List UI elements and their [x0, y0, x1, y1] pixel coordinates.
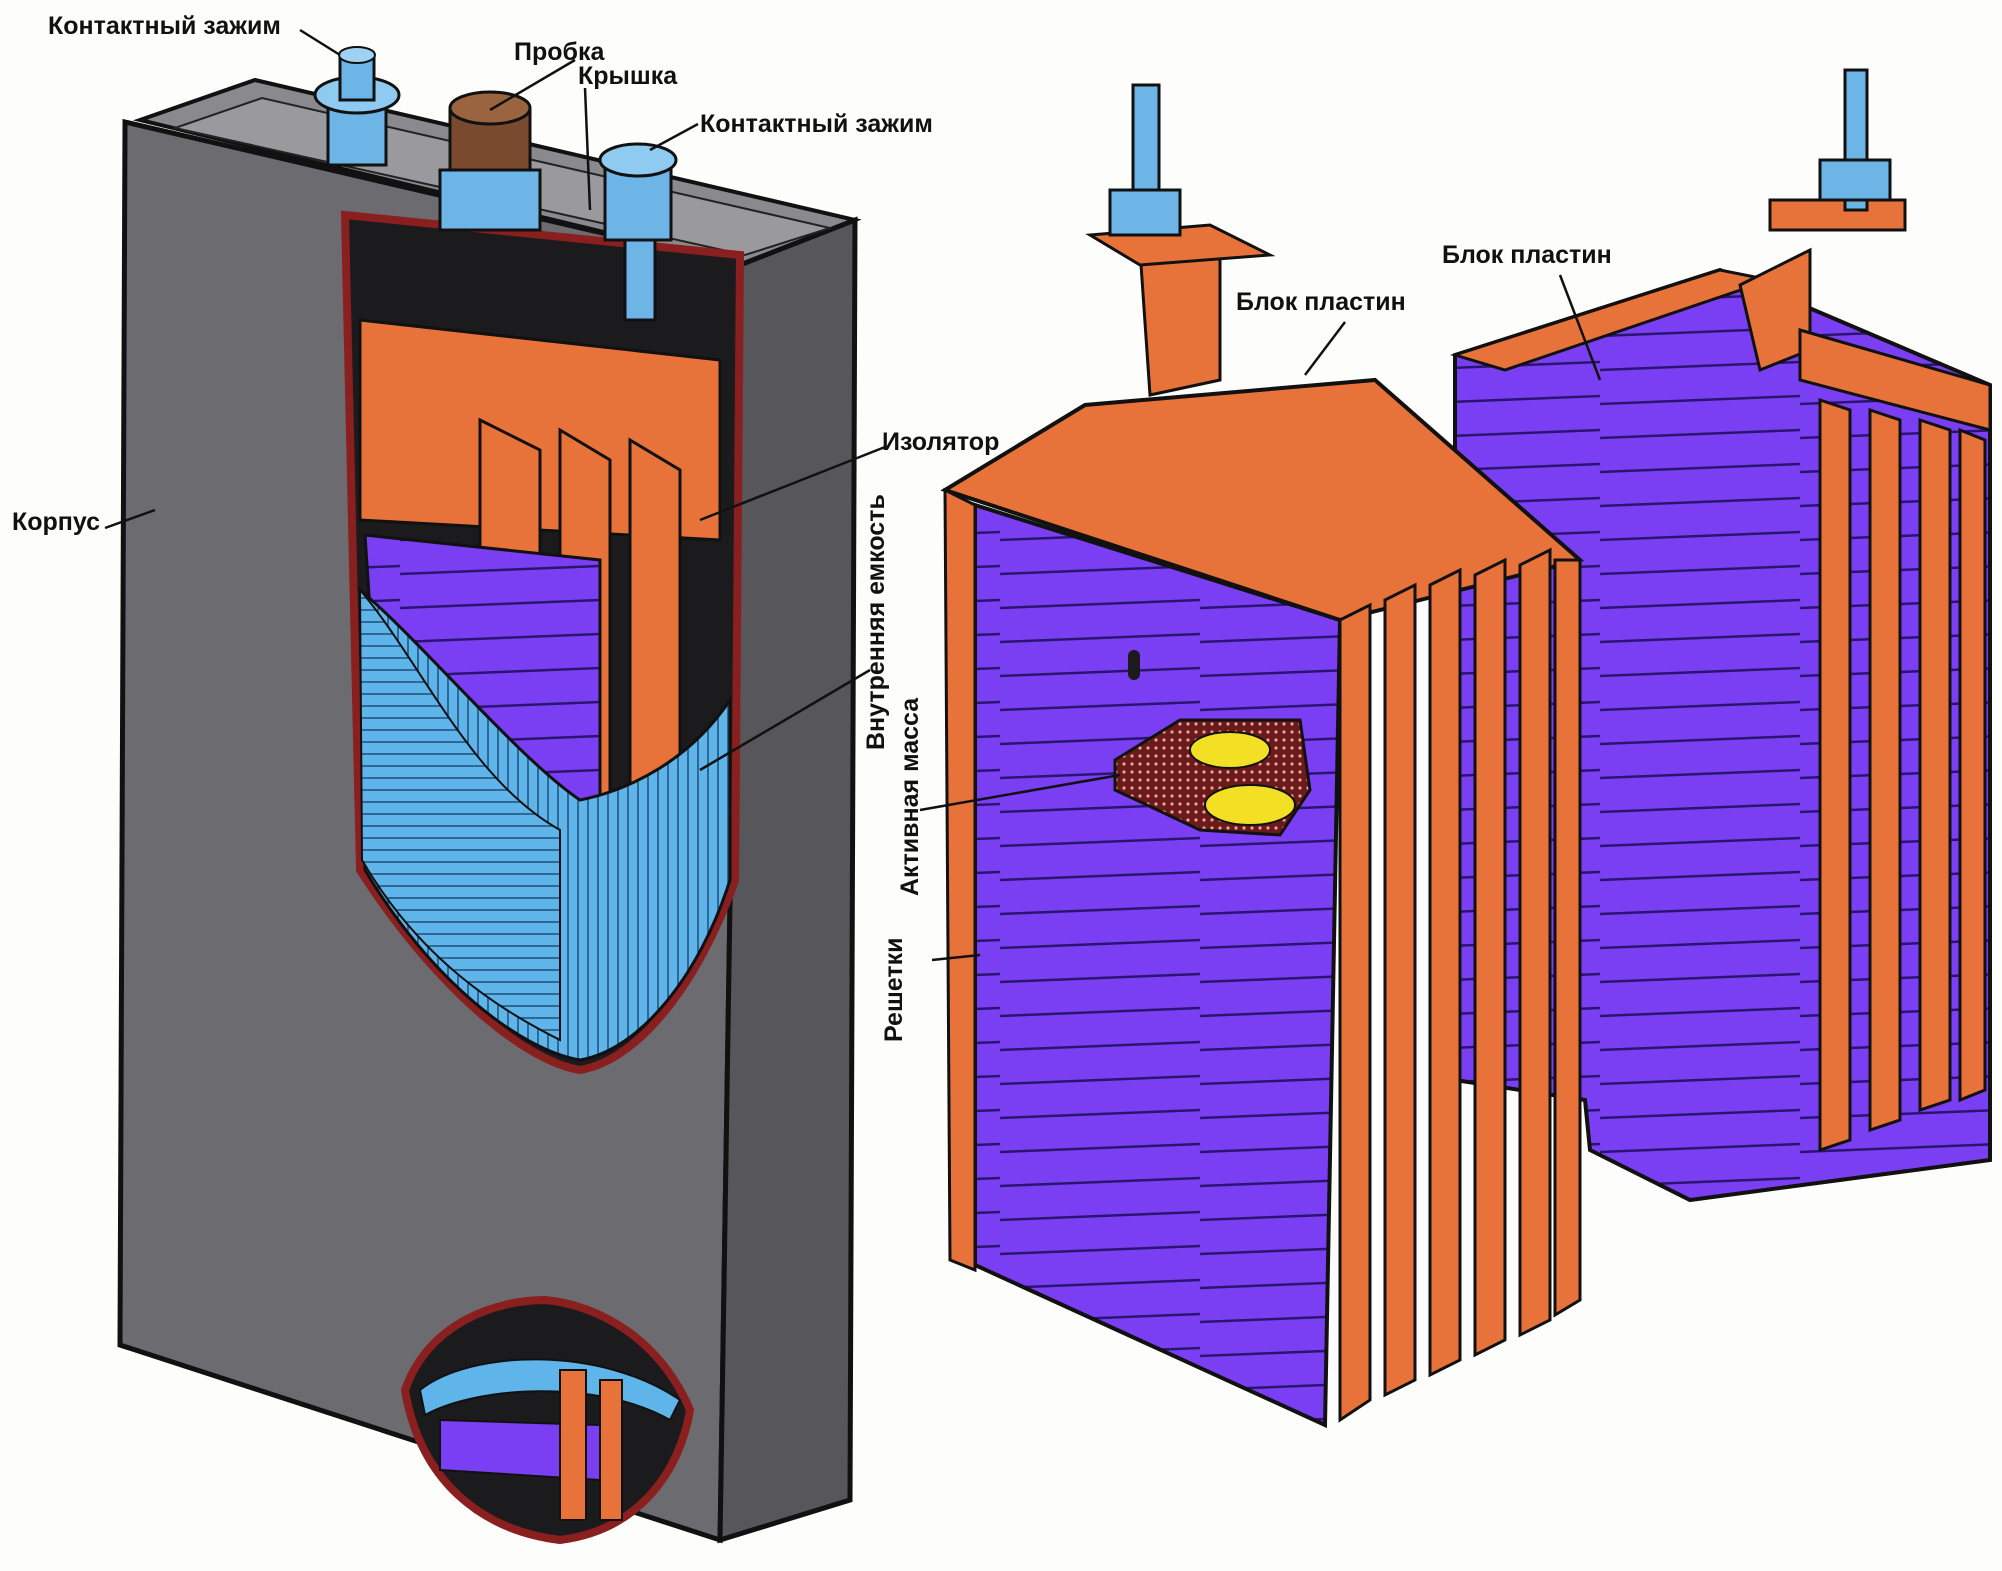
- label-lid: Крышка: [578, 64, 677, 89]
- terminal-left: [315, 47, 399, 165]
- label-grids: Решетки: [882, 938, 907, 1043]
- label-active-mass: Активная масса: [898, 698, 923, 896]
- label-plate-block-back: Блок пластин: [1442, 243, 1612, 268]
- label-inner-container: Внутренняя емкость: [864, 494, 889, 750]
- label-insulator: Изолятор: [882, 430, 999, 455]
- label-terminal-top: Контактный зажим: [48, 14, 281, 39]
- label-terminal-right: Контактный зажим: [700, 112, 933, 137]
- label-plate-block-front: Блок пластин: [1236, 290, 1406, 315]
- front-plate-face: [975, 505, 1340, 1425]
- plate-block-front: [945, 85, 1580, 1425]
- label-housing: Корпус: [12, 510, 100, 535]
- plug: [440, 92, 540, 230]
